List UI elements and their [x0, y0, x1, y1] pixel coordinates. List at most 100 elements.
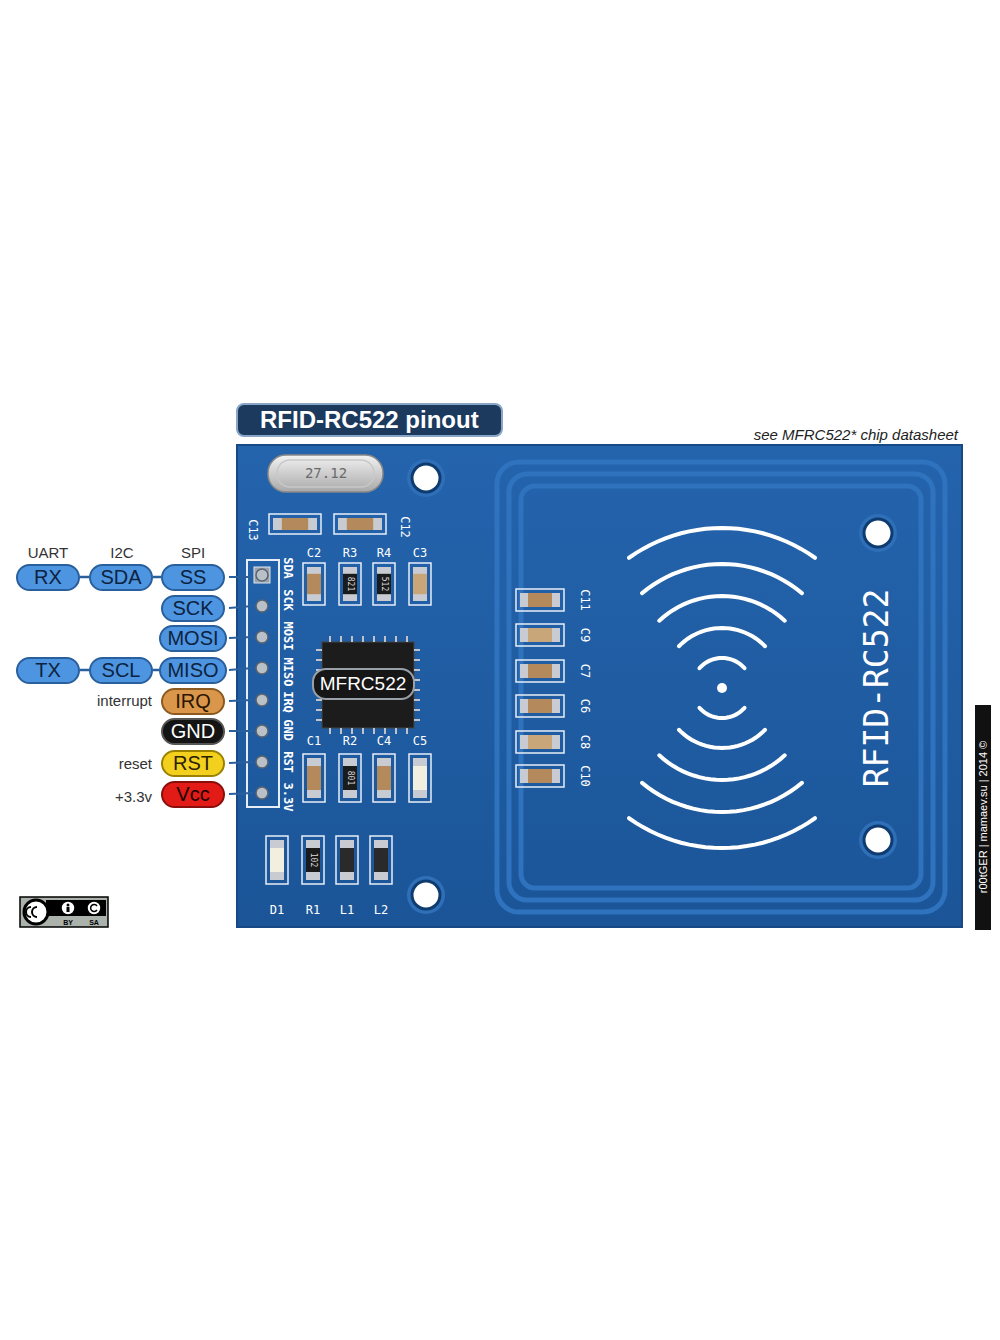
watermark: r00tGER | mamaev.su | 2014 ©: [978, 741, 989, 893]
pin-label-pill: Vcc: [161, 781, 225, 808]
part-designator: C7: [579, 664, 591, 678]
pin-label-pill: RX: [16, 564, 80, 591]
license-mark: BY: [63, 919, 73, 926]
part-designator: R2: [343, 735, 357, 747]
datasheet-note: see MFRC522* chip datasheet: [754, 427, 958, 442]
part-designator: C11: [579, 589, 591, 611]
resistor-symbol: [373, 563, 395, 605]
interface-header: UART: [28, 545, 69, 560]
led-symbol: [266, 836, 288, 884]
board-name: RFID-RC522: [860, 589, 893, 788]
silkscreen-pin: MISO: [282, 658, 294, 687]
silkscreen-pin: GND: [282, 719, 294, 741]
pin-name: SCK: [172, 597, 213, 620]
part-designator: L1: [340, 904, 354, 916]
part-designator: C10: [579, 765, 591, 787]
capacitor-symbol: [269, 514, 321, 534]
pin-name: RX: [34, 566, 62, 589]
pin-header: [247, 560, 279, 807]
interface-header: I2C: [110, 545, 133, 560]
title-banner: RFID-RC522 pinout: [236, 403, 503, 437]
crystal-marking: 27.12: [305, 466, 347, 480]
antenna-traces: [497, 462, 945, 912]
rfid-wave-symbol: [629, 528, 815, 848]
capacitor-symbol: [303, 754, 325, 802]
mounting-hole: [407, 876, 445, 914]
signal-connector: [153, 576, 161, 579]
header-pins: [254, 567, 270, 799]
part-designator: C3: [413, 547, 427, 559]
chip-label: MFRC522: [312, 668, 415, 700]
pin-label-pill: MISO: [159, 657, 227, 684]
capacitor-symbol: [516, 624, 564, 646]
part-designator: C12: [399, 516, 411, 538]
mounting-hole: [859, 514, 897, 552]
part-designator: C5: [413, 735, 427, 747]
signal-connector: [80, 576, 89, 579]
pin-name: IRQ: [175, 690, 211, 713]
resistor-symbol: [302, 836, 324, 884]
part-designator: C6: [579, 699, 591, 713]
resistor-symbol: [339, 754, 361, 802]
silkscreen-pin: IRQ: [282, 691, 294, 713]
pin-name: SCL: [102, 659, 141, 682]
pin-label-pill: MOSI: [159, 625, 227, 652]
interface-header: SPI: [181, 545, 205, 560]
pin-label-pill: RST: [161, 750, 225, 777]
resistor-symbol: [339, 563, 361, 605]
capacitor-symbol: [516, 660, 564, 682]
mounting-hole: [407, 459, 445, 497]
pin-name: MISO: [167, 659, 218, 682]
pin-name: TX: [35, 659, 61, 682]
license-mark: SA: [89, 919, 99, 926]
pin-label-pill: TX: [16, 657, 80, 684]
pin-function: reset: [119, 756, 152, 771]
signal-connector: [80, 669, 89, 672]
part-designator: R1: [306, 904, 320, 916]
silkscreen-pin: RST: [282, 751, 294, 773]
part-designator: C9: [579, 628, 591, 642]
pin-function: interrupt: [97, 693, 152, 708]
part-designator: C2: [307, 547, 321, 559]
resistor-code: 102: [309, 853, 317, 867]
crystal: [268, 455, 383, 492]
cc-license-icon: [20, 897, 108, 927]
chip-pins: [316, 636, 420, 734]
pin-label-pill: SDA: [89, 564, 153, 591]
pin-label-pill: SCL: [89, 657, 153, 684]
capacitor-symbol: [516, 765, 564, 787]
part-designator: C1: [307, 735, 321, 747]
part-designator: C8: [579, 735, 591, 749]
pcb-board: [237, 445, 962, 927]
pin-label-pill: GND: [161, 718, 225, 745]
resistor-code: 801: [346, 771, 354, 785]
inductor-symbol: [336, 836, 358, 884]
resistor-code: 821: [346, 577, 354, 591]
silkscreen-pin: 3.3V: [282, 783, 294, 812]
leader-lines: [229, 577, 253, 794]
silkscreen-pin: SCK: [282, 589, 294, 611]
crystal-top: [277, 460, 374, 487]
part-designator: R4: [377, 547, 391, 559]
pin-label-pill: SCK: [161, 595, 225, 622]
capacitor-symbol: [373, 754, 395, 802]
capacitor-symbol: [516, 589, 564, 611]
pin-name: MFRC522: [320, 673, 407, 695]
capacitor-symbol: [409, 563, 431, 605]
pin-label-pill: IRQ: [161, 688, 225, 715]
mounting-hole: [859, 821, 897, 859]
silkscreen-pin: SDA: [282, 557, 294, 579]
led-symbol: [409, 754, 431, 802]
resistor-code: 512: [380, 577, 388, 591]
pin-function: +3.3v: [115, 789, 152, 804]
pin-name: GND: [171, 720, 215, 743]
pin-name: MOSI: [167, 627, 218, 650]
capacitor-symbol: [334, 514, 386, 534]
inductor-symbol: [370, 836, 392, 884]
capacitor-symbol: [303, 563, 325, 605]
pin-label-pill: SS: [161, 564, 225, 591]
part-designator: L2: [374, 904, 388, 916]
pin-name: Vcc: [176, 783, 209, 806]
pin-name: RST: [173, 752, 213, 775]
